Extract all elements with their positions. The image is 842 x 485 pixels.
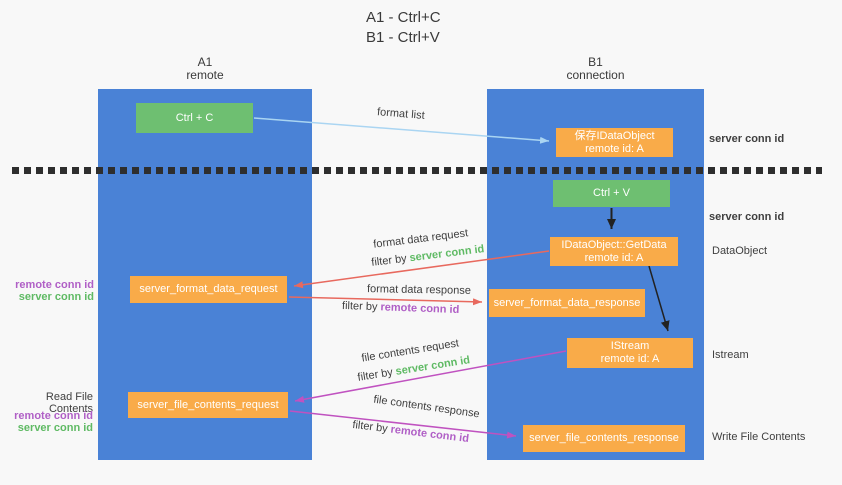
- server-conn-id-text: server conn id: [394, 354, 471, 378]
- node-ctrl-c: Ctrl + C: [136, 103, 253, 133]
- filter-by-text: filter by: [356, 366, 394, 384]
- label-format-list: format list: [376, 106, 426, 122]
- remote-conn-id-text: remote conn id: [380, 301, 460, 317]
- right-server-conn-id-top: server conn id: [709, 133, 785, 145]
- filter-by-text: filter by: [370, 252, 408, 269]
- lifeline-b1-subtitle: connection: [566, 68, 625, 82]
- right-label-dataobject: DataObject: [712, 245, 768, 257]
- left-label-read-file-contents-wrap: Read File Contents: [0, 391, 93, 415]
- title-line-2: B1 - Ctrl+V: [366, 29, 440, 46]
- node-istream-line1: IStream: [610, 340, 650, 352]
- node-save-idataobject-line1: 保存IDataObject: [574, 129, 655, 142]
- remote-conn-id-text: remote conn id: [389, 423, 470, 446]
- node-ctrl-v: Ctrl + V: [553, 180, 670, 207]
- left-remote-conn-id: remote conn id: [14, 410, 93, 422]
- right-label-istream: Istream: [712, 349, 749, 361]
- left-label-read-file-contents: Read File Contents: [45, 391, 93, 415]
- filter-by-text: filter by: [351, 418, 389, 436]
- right-label-write-file-contents: Write File Contents: [712, 431, 806, 443]
- node-server-format-data-request-label: server_format_data_request: [139, 283, 278, 295]
- right-server-conn-id-mid: server conn id: [709, 211, 785, 223]
- node-idataobject-getdata-line2: remote id: A: [584, 251, 644, 264]
- title-line-1: A1 - Ctrl+C: [366, 9, 441, 26]
- node-idataobject-getdata-line1: IDataObject::GetData: [561, 238, 667, 251]
- left-conn-id-stack-format: remote conn id server conn id: [0, 279, 94, 303]
- node-istream: IStream remote id: A: [567, 338, 693, 368]
- node-save-idataobject: 保存IDataObject remote id: A: [556, 128, 673, 157]
- filter-by-text: filter by: [341, 299, 378, 314]
- node-ctrl-v-label: Ctrl + V: [593, 187, 630, 199]
- node-save-idataobject-line2: remote id: A: [585, 142, 644, 155]
- node-server-file-contents-request-label: server_file_contents_request: [137, 398, 279, 411]
- lifeline-header-a1: A1 remote: [98, 56, 312, 82]
- node-ctrl-c-label: Ctrl + C: [175, 111, 214, 124]
- node-istream-line2: remote id: A: [600, 353, 660, 365]
- node-server-file-contents-response: server_file_contents_response: [523, 425, 685, 452]
- node-server-format-data-request: server_format_data_request: [130, 276, 287, 303]
- node-server-format-data-response-label: server_format_data_response: [493, 296, 641, 309]
- node-server-format-data-response: server_format_data_response: [489, 289, 645, 317]
- left-server-conn-id: server conn id: [18, 291, 94, 303]
- left-server-conn-id: server conn id: [17, 422, 93, 434]
- lifeline-b1-name: B1: [588, 55, 603, 69]
- left-conn-id-stack-file: remote conn id server conn id: [0, 410, 93, 434]
- diagram-title: A1 - Ctrl+C B1 - Ctrl+V: [366, 8, 441, 48]
- lifeline-header-b1: B1 connection: [487, 56, 704, 82]
- phase-separator-dotted-line: [12, 167, 822, 174]
- label-format-data-response: format data response: [366, 283, 472, 297]
- node-server-file-contents-request: server_file_contents_request: [128, 392, 288, 418]
- server-conn-id-text: server conn id: [408, 243, 485, 265]
- lifeline-a1-name: A1: [197, 55, 213, 69]
- left-remote-conn-id: remote conn id: [15, 279, 94, 291]
- node-idataobject-getdata: IDataObject::GetData remote id: A: [550, 237, 678, 266]
- node-server-file-contents-response-label: server_file_contents_response: [529, 432, 679, 444]
- label-file-contents-response: file contents response: [372, 393, 481, 421]
- lifeline-a1-subtitle: remote: [186, 68, 224, 82]
